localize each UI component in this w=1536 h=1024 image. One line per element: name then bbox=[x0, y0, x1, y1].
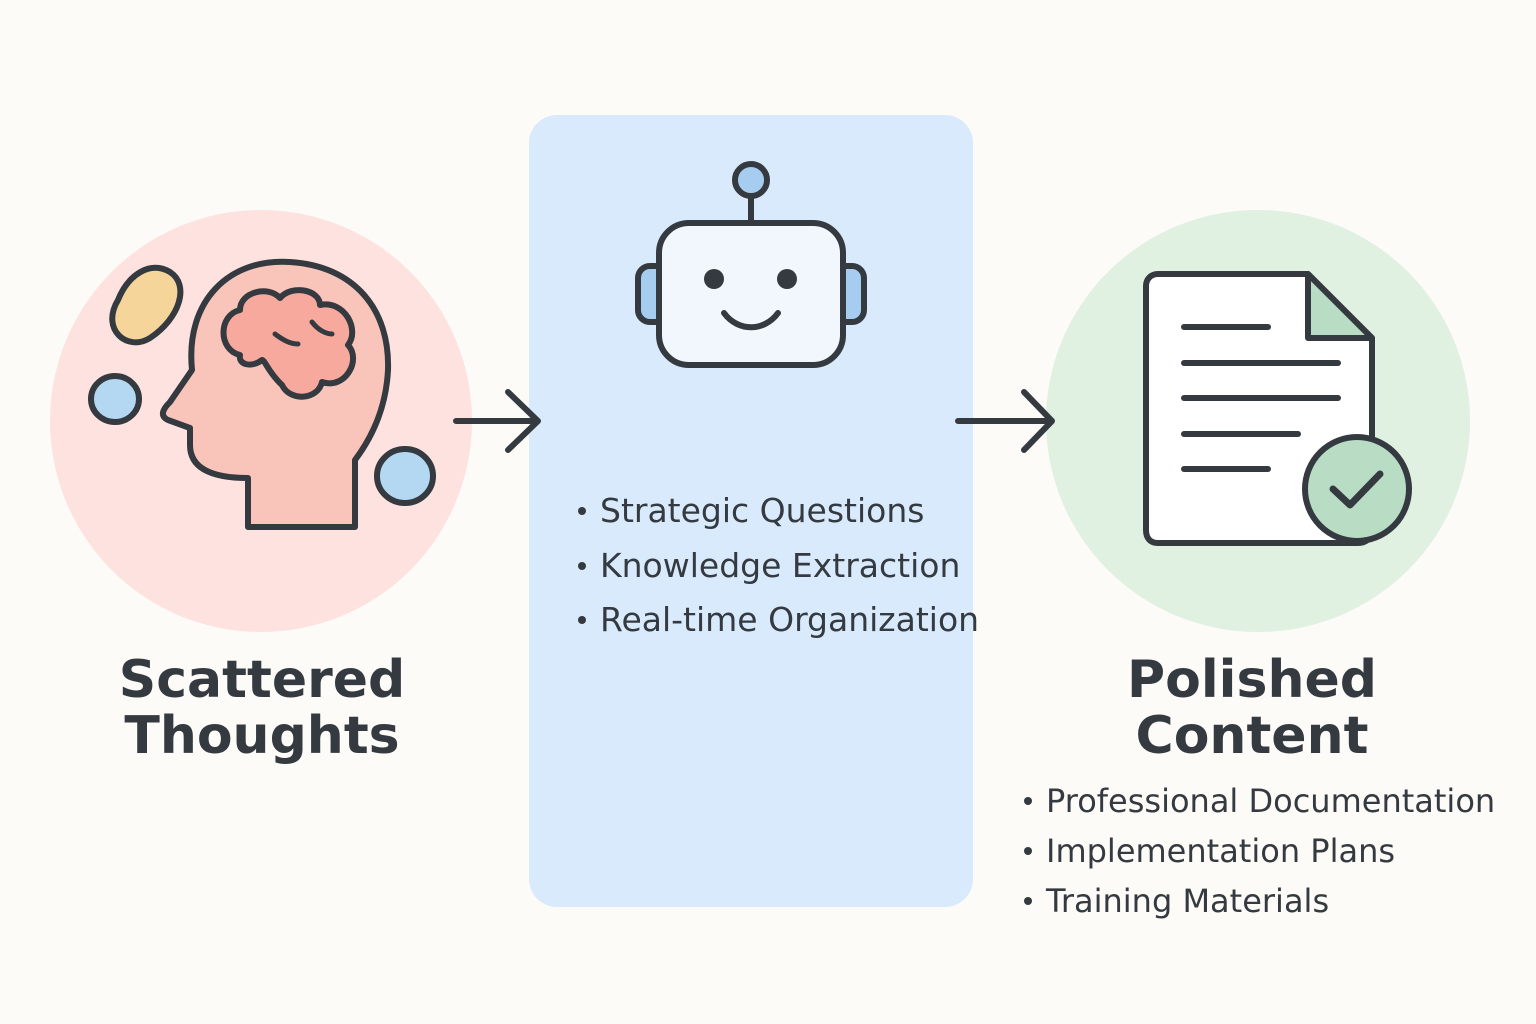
output-stage-title: Polished Content bbox=[1052, 652, 1452, 764]
list-item: Strategic Questions bbox=[576, 488, 979, 543]
input-title-line2: Thoughts bbox=[124, 706, 400, 766]
output-title-line2: Content bbox=[1135, 706, 1369, 766]
list-item: Professional Documentation bbox=[1022, 778, 1495, 828]
process-feature-list: Strategic Questions Knowledge Extraction… bbox=[576, 488, 979, 652]
list-item: Implementation Plans bbox=[1022, 828, 1495, 878]
input-stage-title: Scattered Thoughts bbox=[62, 652, 462, 764]
output-title-line1: Polished bbox=[1127, 650, 1377, 710]
list-item: Training Materials bbox=[1022, 878, 1495, 928]
input-title-line1: Scattered bbox=[118, 650, 406, 710]
output-feature-list: Professional Documentation Implementatio… bbox=[1022, 778, 1495, 928]
list-item: Knowledge Extraction bbox=[576, 543, 979, 598]
list-item: Real-time Organization bbox=[576, 597, 979, 652]
